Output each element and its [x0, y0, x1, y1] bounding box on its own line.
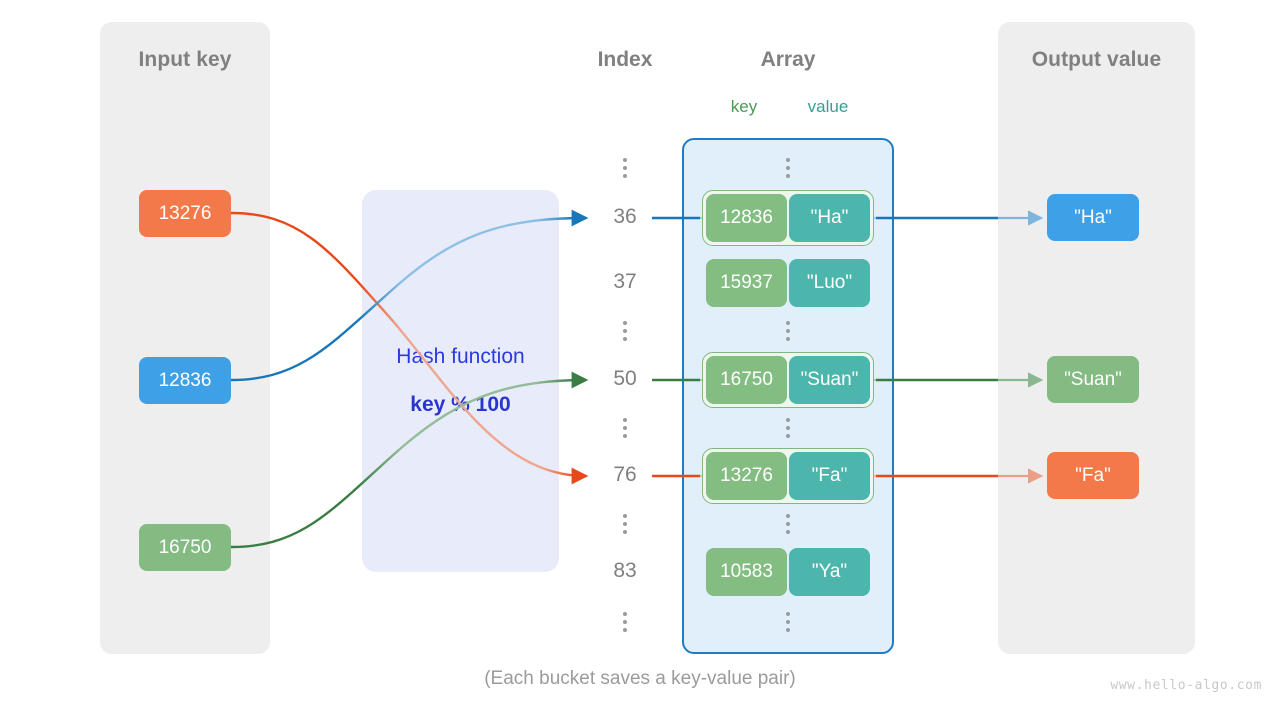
- bucket-50[interactable]: 16750"Suan": [702, 352, 874, 408]
- output-value-chip-2[interactable]: "Fa": [1047, 452, 1139, 499]
- bucket-37[interactable]: 15937"Luo": [702, 255, 874, 311]
- bucket-key-76: 13276: [706, 452, 787, 500]
- index-label-36: 36: [613, 205, 637, 228]
- hash-function-box: Hash function key % 100: [362, 190, 559, 572]
- output-value-panel: Output value: [998, 22, 1195, 654]
- output-value-chip-1[interactable]: "Suan": [1047, 356, 1139, 403]
- input-key-chip-1[interactable]: 12836: [139, 357, 231, 404]
- value-subheading: value: [807, 97, 849, 116]
- index-ellipsis: [595, 158, 655, 178]
- bucket-key-83: 10583: [706, 548, 787, 596]
- bucket-key-37: 15937: [706, 259, 787, 307]
- bucket-value-76: "Fa": [789, 452, 870, 500]
- index-ellipsis: [595, 612, 655, 632]
- bucket-value-36: "Ha": [789, 194, 870, 242]
- watermark: www.hello-algo.com: [1110, 678, 1262, 693]
- bucket-83[interactable]: 10583"Ya": [702, 544, 874, 600]
- bucket-76[interactable]: 13276"Fa": [702, 448, 874, 504]
- array-ellipsis: [758, 158, 818, 178]
- bucket-key-36: 12836: [706, 194, 787, 242]
- input-key-chip-2[interactable]: 16750: [139, 524, 231, 571]
- index-ellipsis: [595, 514, 655, 534]
- input-key-chip-0[interactable]: 13276: [139, 190, 231, 237]
- bucket-36[interactable]: 12836"Ha": [702, 190, 874, 246]
- key-subheading: key: [730, 97, 758, 116]
- index-label-83: 83: [613, 559, 637, 582]
- output-value-panel-title: Output value: [1031, 48, 1162, 71]
- bucket-value-50: "Suan": [789, 356, 870, 404]
- index-label-37: 37: [613, 270, 637, 293]
- index-ellipsis: [595, 321, 655, 341]
- array-column-heading: Array: [760, 48, 816, 71]
- array-ellipsis: [758, 514, 818, 534]
- hash-function-label: Hash function: [396, 345, 525, 368]
- index-column-heading: Index: [597, 48, 653, 71]
- diagram-caption: (Each bucket saves a key-value pair): [484, 668, 796, 689]
- index-label-50: 50: [613, 367, 637, 390]
- bucket-value-37: "Luo": [789, 259, 870, 307]
- bucket-value-83: "Ya": [789, 548, 870, 596]
- output-value-chip-0[interactable]: "Ha": [1047, 194, 1139, 241]
- index-label-76: 76: [613, 463, 637, 486]
- array-ellipsis: [758, 418, 818, 438]
- bucket-key-50: 16750: [706, 356, 787, 404]
- array-ellipsis: [758, 612, 818, 632]
- index-ellipsis: [595, 418, 655, 438]
- hash-function-formula: key % 100: [410, 393, 511, 416]
- array-ellipsis: [758, 321, 818, 341]
- input-key-panel-title: Input key: [138, 48, 232, 71]
